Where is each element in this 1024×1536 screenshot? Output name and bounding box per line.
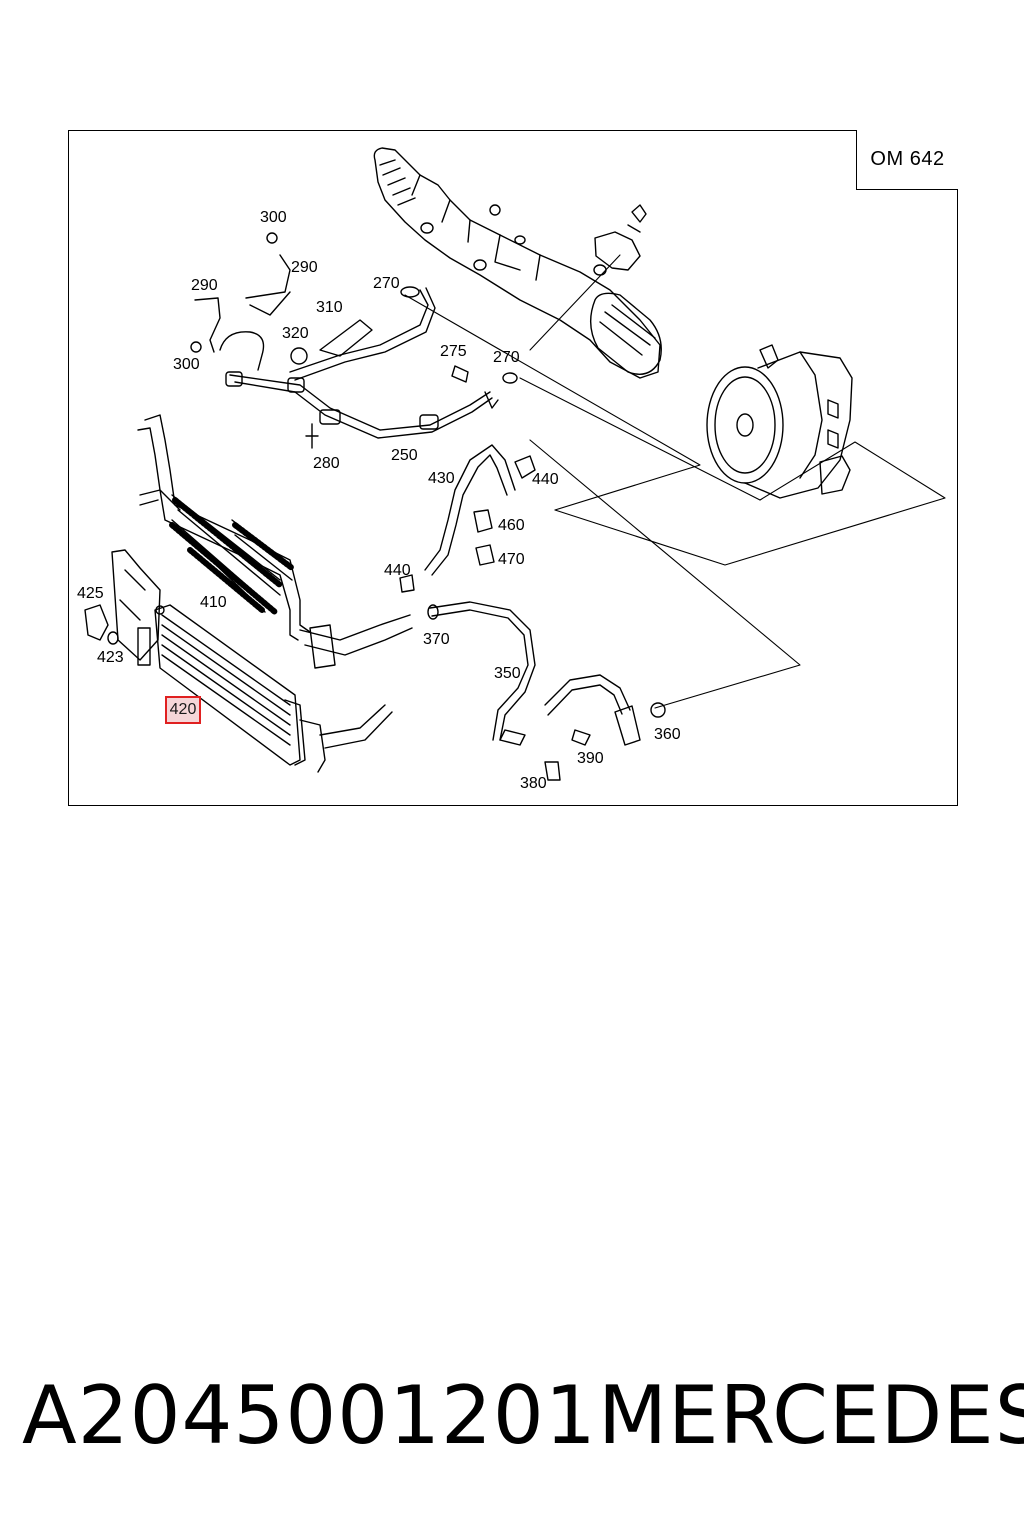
callout-440[interactable]: 440 <box>532 471 559 488</box>
engine-code-label: OM 642 <box>856 130 958 190</box>
highlighted-callout-420[interactable]: 420 <box>165 696 201 724</box>
diagram-frame <box>68 130 958 806</box>
power-steering-pump-drawing <box>706 344 853 499</box>
callout-423[interactable]: 423 <box>97 649 124 666</box>
callout-310[interactable]: 310 <box>316 299 343 316</box>
hose-250-drawing <box>190 232 518 449</box>
callout-360[interactable]: 360 <box>654 726 681 743</box>
callout-275[interactable]: 275 <box>440 343 467 360</box>
callout-425[interactable]: 425 <box>77 585 104 602</box>
callout-270[interactable]: 270 <box>493 349 520 366</box>
steering-rack-drawing <box>373 147 662 379</box>
part-number: A2045001201 <box>22 1369 597 1462</box>
callout-460[interactable]: 460 <box>498 517 525 534</box>
callout-290[interactable]: 290 <box>191 277 218 294</box>
callout-290[interactable]: 290 <box>291 259 318 276</box>
cooler-coil-410-drawing <box>137 414 413 669</box>
callout-370[interactable]: 370 <box>423 631 450 648</box>
callout-470[interactable]: 470 <box>498 551 525 568</box>
oil-cooler-420-drawing <box>84 549 393 773</box>
parts-diagram <box>84 147 946 781</box>
hose-430-drawing <box>399 444 536 593</box>
callout-390[interactable]: 390 <box>577 750 604 767</box>
callout-280[interactable]: 280 <box>313 455 340 472</box>
callout-300[interactable]: 300 <box>260 209 287 226</box>
brand-name: MERCEDES <box>598 1369 1024 1462</box>
leader-lines <box>404 254 946 709</box>
callout-320[interactable]: 320 <box>282 325 309 342</box>
callout-440[interactable]: 440 <box>384 562 411 579</box>
callout-250[interactable]: 250 <box>391 447 418 464</box>
callout-350[interactable]: 350 <box>494 665 521 682</box>
hose-350-370-drawing <box>427 601 666 781</box>
callout-300[interactable]: 300 <box>173 356 200 373</box>
callout-270[interactable]: 270 <box>373 275 400 292</box>
callout-410[interactable]: 410 <box>200 594 227 611</box>
callout-380[interactable]: 380 <box>520 775 547 792</box>
callout-430[interactable]: 430 <box>428 470 455 487</box>
